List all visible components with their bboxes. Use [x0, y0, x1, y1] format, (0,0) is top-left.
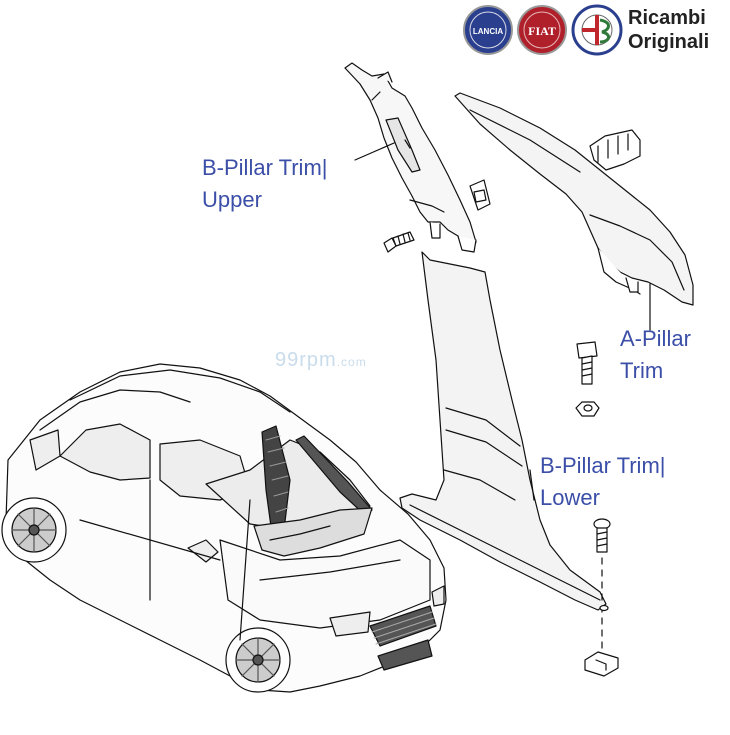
upper-leader-line — [354, 142, 395, 161]
b-pillar-upper-trim — [344, 62, 477, 253]
hole-marker — [599, 604, 609, 612]
watermark: 99rpm.com — [275, 349, 367, 372]
watermark-main: 99rpm — [275, 349, 337, 371]
lancia-logo-text: LANCIA — [473, 27, 503, 36]
b-pillar-lower-trim — [399, 251, 607, 611]
callout-b-pillar-upper-line2: Upper — [202, 187, 262, 212]
callout-b-pillar-lower-line2: Lower — [540, 485, 600, 510]
callout-b-pillar-lower-line1: B-Pillar Trim| — [540, 453, 666, 478]
alfa-romeo-logo — [571, 4, 623, 56]
nut — [575, 401, 600, 417]
lower-leader-line — [529, 469, 535, 501]
callout-b-pillar-upper: B-Pillar Trim| Upper — [202, 152, 328, 216]
fiat-logo: FIAT — [517, 5, 567, 55]
bolt-right — [576, 341, 598, 385]
a-pillar-trim — [454, 92, 694, 306]
callout-a-pillar-line2: Trim — [620, 358, 664, 383]
trim-clip — [469, 179, 491, 211]
a-pillar-clip — [589, 129, 641, 171]
callout-a-pillar: A-Pillar Trim — [620, 323, 691, 387]
screw-upper — [383, 231, 415, 253]
watermark-suffix: .com — [336, 355, 367, 369]
fiat-logo-text: FIAT — [528, 24, 556, 38]
callout-b-pillar-upper-line1: B-Pillar Trim| — [202, 155, 328, 180]
brand-line-2: Originali — [628, 31, 710, 53]
brand-line-1: Ricambi — [628, 7, 706, 29]
screw-lower — [593, 518, 611, 553]
callout-a-pillar-line1: A-Pillar — [620, 326, 691, 351]
car-illustration — [1, 363, 447, 693]
lancia-logo: LANCIA — [463, 5, 513, 55]
brand-wordmark: Ricambi Originali — [628, 6, 709, 54]
clip-nut — [584, 651, 619, 677]
callout-b-pillar-lower: B-Pillar Trim| Lower — [540, 450, 666, 514]
